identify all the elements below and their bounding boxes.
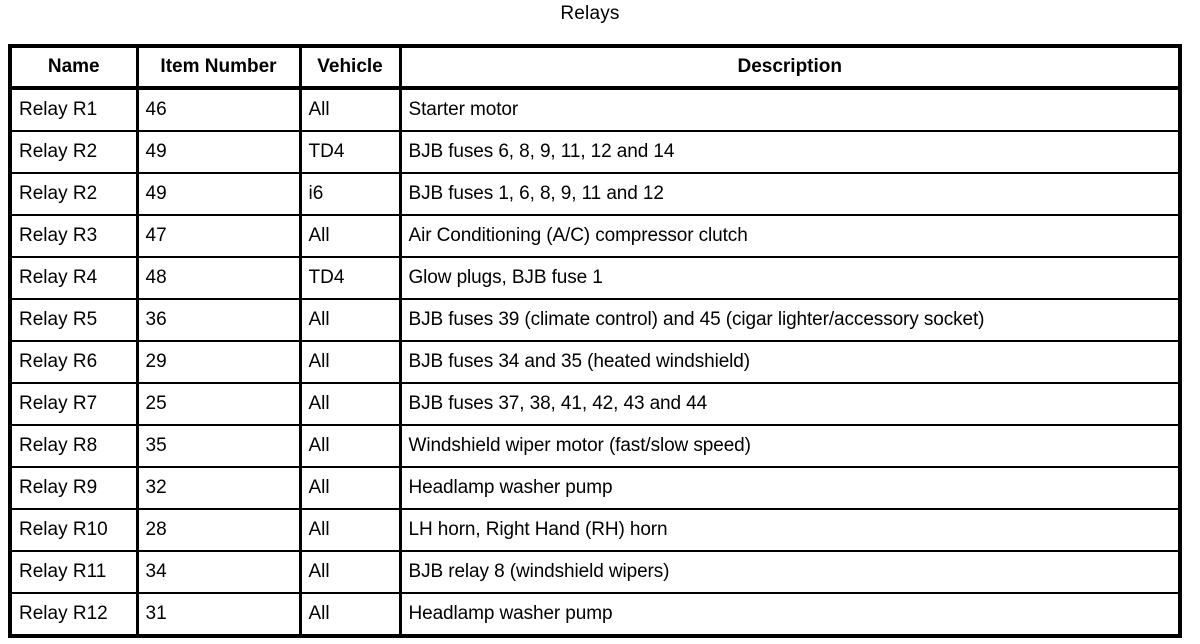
cell-item-number: 28: [135, 508, 302, 552]
cell-item-number: 49: [135, 130, 302, 174]
cell-name: Relay R3: [8, 214, 139, 258]
cell-vehicle: All: [298, 214, 402, 258]
cell-description: BJB fuses 37, 38, 41, 42, 43 and 44: [398, 382, 1182, 426]
cell-vehicle: All: [298, 424, 402, 468]
cell-name: Relay R5: [8, 298, 139, 342]
cell-name: Relay R1: [8, 87, 139, 132]
cell-vehicle: All: [298, 340, 402, 384]
cell-vehicle: All: [298, 550, 402, 594]
relays-table: Name Item Number Vehicle Description Rel…: [8, 44, 1182, 638]
column-header-item-number: Item Number: [135, 44, 302, 90]
cell-item-number: 34: [135, 550, 302, 594]
cell-description: BJB fuses 1, 6, 8, 9, 11 and 12: [398, 172, 1182, 216]
cell-description: Windshield wiper motor (fast/slow speed): [398, 424, 1182, 468]
cell-name: Relay R9: [8, 466, 139, 510]
cell-name: Relay R6: [8, 340, 139, 384]
cell-name: Relay R10: [8, 508, 139, 552]
cell-item-number: 46: [135, 87, 302, 132]
cell-vehicle: All: [298, 382, 402, 426]
cell-description: Glow plugs, BJB fuse 1: [398, 256, 1182, 300]
cell-vehicle: All: [298, 592, 402, 638]
cell-description: BJB fuses 34 and 35 (heated windshield): [398, 340, 1182, 384]
cell-item-number: 36: [135, 298, 302, 342]
cell-description: Headlamp washer pump: [398, 592, 1182, 638]
cell-description: Starter motor: [398, 87, 1182, 132]
cell-description: LH horn, Right Hand (RH) horn: [398, 508, 1182, 552]
column-header-name: Name: [8, 44, 139, 90]
cell-description: Headlamp washer pump: [398, 466, 1182, 510]
cell-vehicle: All: [298, 466, 402, 510]
column-header-description: Description: [398, 44, 1182, 90]
cell-name: Relay R11: [8, 550, 139, 594]
cell-vehicle: TD4: [298, 130, 402, 174]
page-title: Relays: [560, 3, 620, 24]
cell-item-number: 47: [135, 214, 302, 258]
relays-table-container: Name Item Number Vehicle Description Rel…: [8, 44, 1182, 638]
cell-item-number: 49: [135, 172, 302, 216]
cell-description: Air Conditioning (A/C) compressor clutch: [398, 214, 1182, 258]
cell-vehicle: i6: [298, 172, 402, 216]
cell-description: BJB fuses 6, 8, 9, 11, 12 and 14: [398, 130, 1182, 174]
cell-name: Relay R12: [8, 592, 139, 638]
cell-item-number: 31: [135, 592, 302, 638]
cell-name: Relay R8: [8, 424, 139, 468]
table-header-row: Name Item Number Vehicle Description: [8, 44, 1182, 90]
table-header: Name Item Number Vehicle Description: [8, 44, 1182, 90]
cell-vehicle: All: [298, 87, 402, 132]
cell-name: Relay R2: [8, 172, 139, 216]
cell-description: BJB relay 8 (windshield wipers): [398, 550, 1182, 594]
cell-vehicle: All: [298, 298, 402, 342]
cell-vehicle: TD4: [298, 256, 402, 300]
cell-item-number: 32: [135, 466, 302, 510]
column-header-vehicle: Vehicle: [298, 44, 402, 90]
cell-name: Relay R2: [8, 130, 139, 174]
cell-name: Relay R7: [8, 382, 139, 426]
cell-description: BJB fuses 39 (climate control) and 45 (c…: [398, 298, 1182, 342]
cell-item-number: 48: [135, 256, 302, 300]
cell-item-number: 25: [135, 382, 302, 426]
cell-name: Relay R4: [8, 256, 139, 300]
cell-item-number: 29: [135, 340, 302, 384]
cell-vehicle: All: [298, 508, 402, 552]
cell-item-number: 35: [135, 424, 302, 468]
